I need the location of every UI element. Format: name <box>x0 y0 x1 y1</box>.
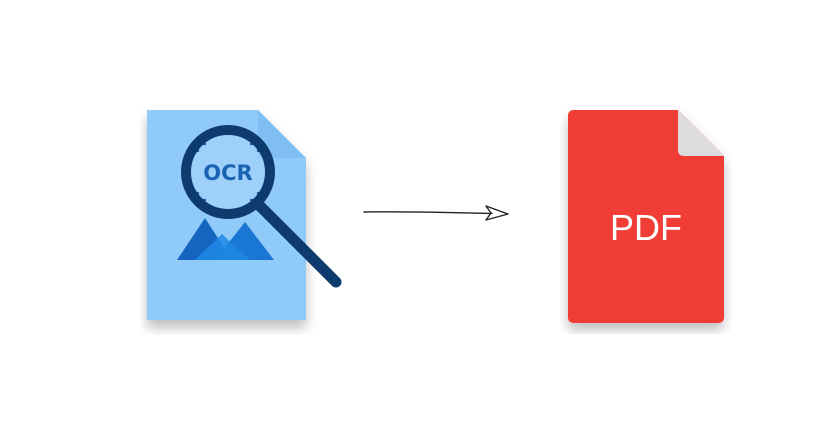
pdf-body <box>568 110 724 323</box>
pdf-label: PDF <box>610 207 682 248</box>
pdf-fold <box>678 110 724 156</box>
magnifier-icon: OCR <box>181 125 342 288</box>
image-icon <box>177 218 274 260</box>
ocr-document-icon: OCR <box>147 110 342 320</box>
ocr-badge-text: OCR <box>203 161 252 185</box>
arrow-right-icon <box>363 205 509 221</box>
pdf-file-icon: PDF <box>568 110 724 323</box>
document-fold <box>258 110 306 158</box>
